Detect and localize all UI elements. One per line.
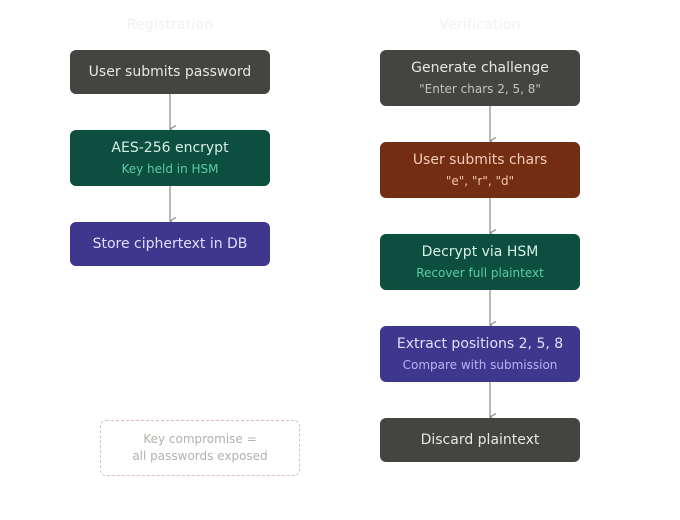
reg-step-encrypt: AES-256 encrypt Key held in HSM bbox=[70, 130, 270, 186]
node-sublabel: Key held in HSM bbox=[121, 162, 219, 176]
key-compromise-note: Key compromise = all passwords exposed bbox=[100, 420, 300, 476]
ver-step-extract-positions: Extract positions 2, 5, 8 Compare with s… bbox=[380, 326, 580, 382]
reg-step-store-ciphertext: Store ciphertext in DB bbox=[70, 222, 270, 266]
note-line-1: Key compromise = bbox=[143, 432, 257, 446]
node-sublabel: "Enter chars 2, 5, 8" bbox=[419, 82, 541, 96]
node-label: User submits password bbox=[88, 64, 252, 80]
ver-step-decrypt: Decrypt via HSM Recover full plaintext bbox=[380, 234, 580, 290]
node-label: Generate challenge bbox=[411, 60, 549, 76]
node-label: Extract positions 2, 5, 8 bbox=[396, 336, 564, 352]
column-title-registration: Registration bbox=[126, 17, 214, 33]
node-label: User submits chars bbox=[412, 152, 548, 168]
node-sublabel: "e", "r", "d" bbox=[445, 174, 515, 188]
node-label: Store ciphertext in DB bbox=[92, 236, 248, 252]
column-title-verification: Verification bbox=[439, 17, 521, 33]
ver-step-discard-plaintext: Discard plaintext bbox=[380, 418, 580, 462]
ver-step-submit-chars: User submits chars "e", "r", "d" bbox=[380, 142, 580, 198]
node-label: AES-256 encrypt bbox=[111, 140, 229, 156]
ver-step-generate-challenge: Generate challenge "Enter chars 2, 5, 8" bbox=[380, 50, 580, 106]
node-sublabel: Compare with submission bbox=[402, 358, 558, 372]
note-line-2: all passwords exposed bbox=[132, 449, 268, 463]
node-sublabel: Recover full plaintext bbox=[416, 266, 544, 280]
node-label: Decrypt via HSM bbox=[421, 244, 539, 260]
reg-step-submit-password: User submits password bbox=[70, 50, 270, 94]
node-label: Discard plaintext bbox=[420, 432, 540, 448]
